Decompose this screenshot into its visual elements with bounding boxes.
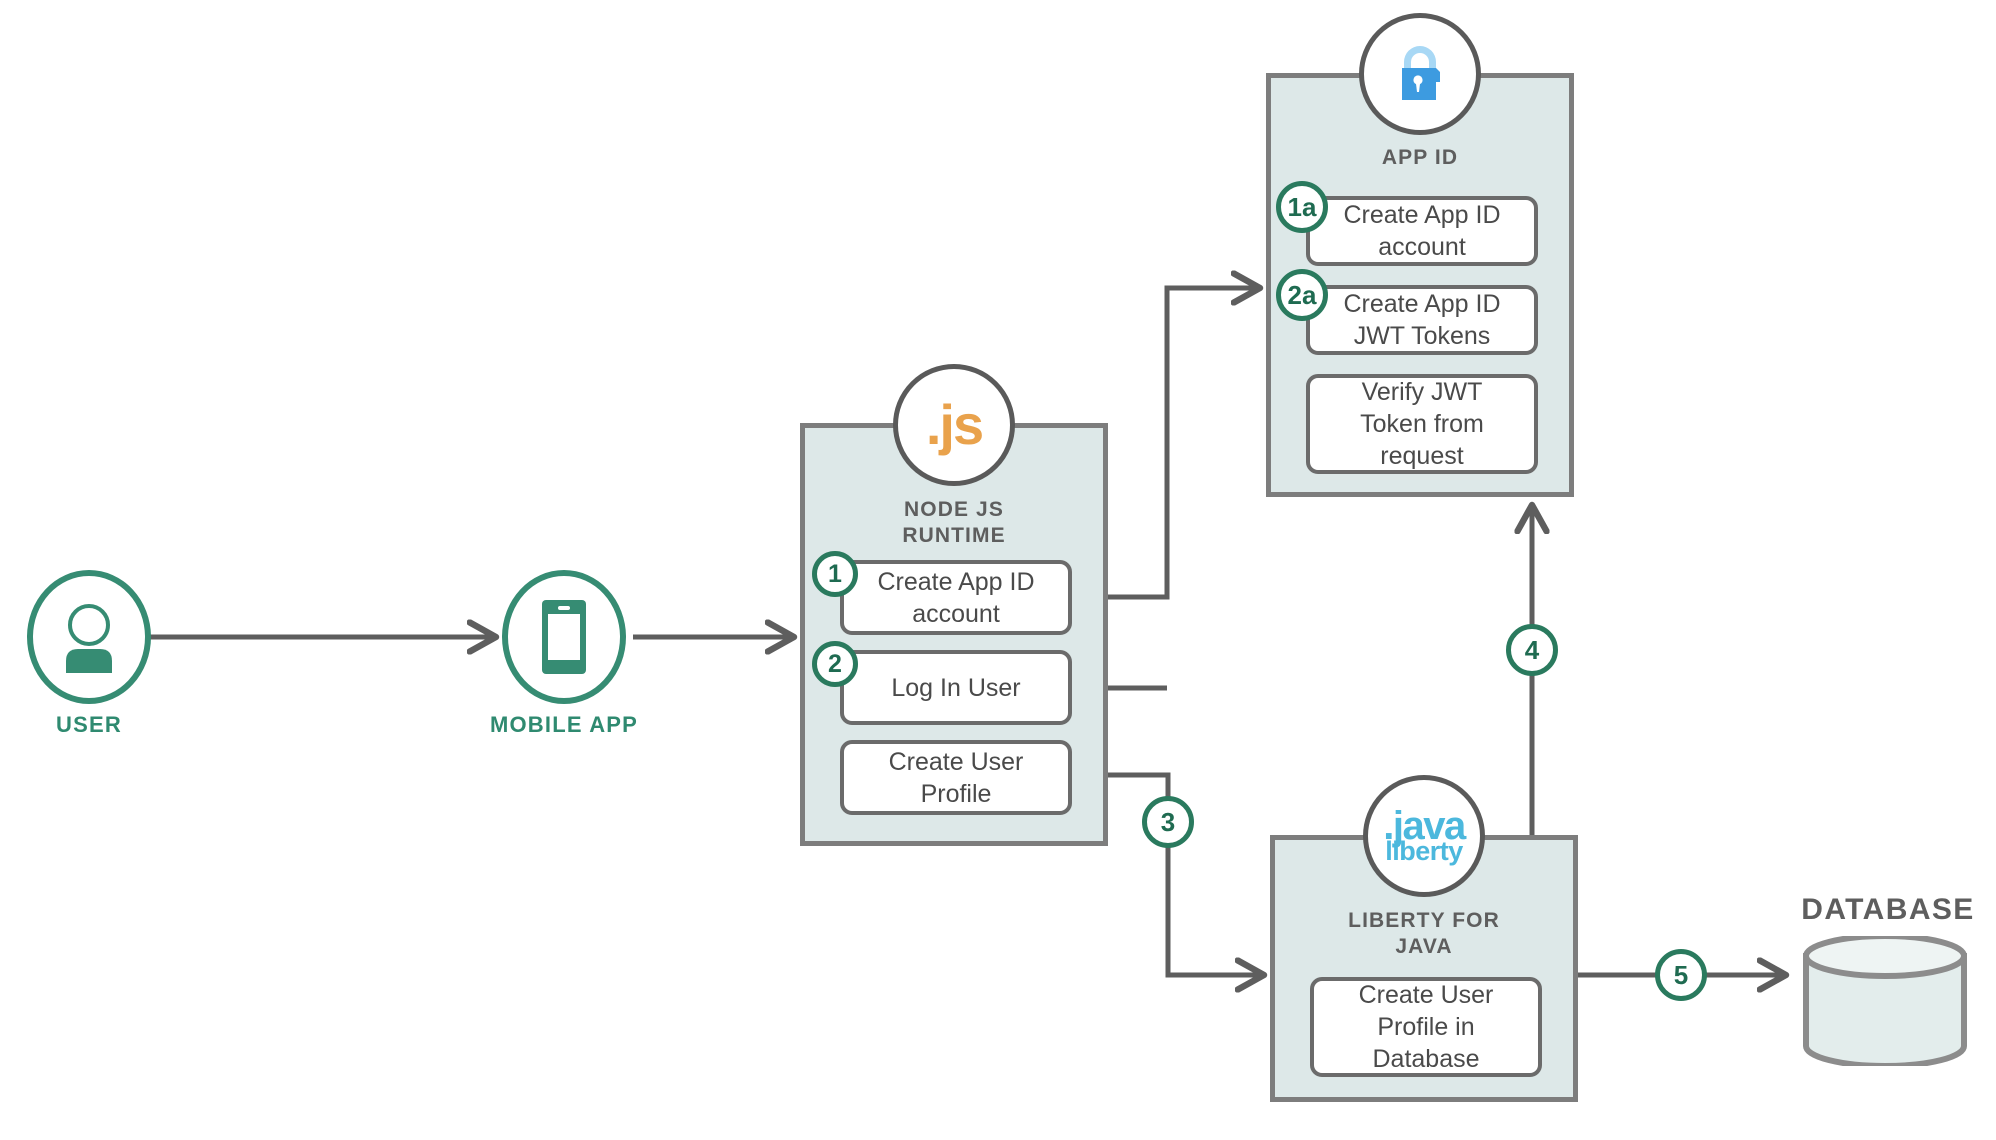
step-badge-4-text: 4 — [1524, 634, 1540, 665]
task-nodejs-create-user-profile[interactable]: Create User Profile — [840, 740, 1072, 815]
task-label-line2: Profile in — [1377, 1013, 1475, 1041]
appid-caption-line1: APP ID — [1381, 146, 1459, 169]
java-logo-line1: .java — [1383, 803, 1466, 848]
nodejs-caption-line1: NODE JS — [904, 498, 1004, 521]
step-badge-1a-text: 1a — [1287, 191, 1317, 222]
step-badge-3: 3 — [1142, 796, 1194, 848]
step-badge-1a: 1a — [1276, 181, 1328, 233]
step-badge-1: 1 — [812, 551, 858, 597]
actor-label-mobile-app: MOBILE APP — [475, 712, 653, 738]
task-appid-verify-jwt-token[interactable]: Verify JWT Token from request — [1306, 374, 1538, 474]
task-label-line3: request — [1380, 442, 1464, 470]
task-label-line2: account — [912, 599, 1000, 628]
panel-caption-nodejs: NODE JS RUNTIME — [800, 497, 1108, 550]
task-label-line1: Create App ID — [1343, 201, 1501, 229]
task-label-line1: Create User — [1358, 981, 1494, 1009]
task-label-line3: Database — [1372, 1045, 1480, 1073]
step-badge-2a: 2a — [1276, 269, 1328, 321]
step-badge-2: 2 — [812, 641, 858, 687]
task-liberty-create-user-profile-in-database[interactable]: Create User Profile in Database — [1310, 977, 1542, 1077]
java-liberty-logo: .java liberty — [1383, 803, 1466, 866]
database-label: DATABASE — [1780, 893, 1996, 927]
appid-logo-badge — [1359, 13, 1481, 135]
appid-padlock-logo — [1402, 46, 1440, 100]
task-appid-create-appid-account[interactable]: Create App ID account — [1306, 196, 1538, 266]
step-badge-3-text: 3 — [1160, 806, 1176, 837]
task-label-line2: Token from — [1360, 410, 1484, 438]
task-nodejs-log-in-user[interactable]: Log In User — [840, 650, 1072, 725]
liberty-logo-badge: .java liberty — [1363, 775, 1485, 897]
nodejs-logo-badge: .js — [893, 364, 1015, 486]
database-cylinder-icon — [1803, 936, 1967, 1066]
database-label-text: DATABASE — [1801, 893, 1975, 926]
nodejs-dotjs-logo: .js — [925, 393, 984, 456]
step-badge-5: 5 — [1655, 949, 1707, 1001]
task-label-line2: Profile — [920, 779, 992, 808]
nodejs-caption-line2: RUNTIME — [902, 524, 1006, 548]
mobile-phone-icon — [542, 600, 586, 674]
step-badge-4: 4 — [1506, 624, 1558, 676]
panel-caption-liberty: LIBERTY FOR JAVA — [1270, 908, 1578, 961]
panel-caption-app-id: APP ID — [1266, 145, 1574, 171]
task-label-line2: account — [1378, 233, 1466, 261]
task-label-line1: Create App ID — [877, 567, 1035, 596]
edge-step1-to-appid — [1072, 288, 1260, 600]
task-label-line2: JWT Tokens — [1353, 322, 1491, 350]
liberty-caption-line1: LIBERTY FOR — [1348, 909, 1500, 932]
task-label-line1: Log In User — [891, 673, 1021, 702]
actor-label-user: USER — [0, 712, 178, 738]
step-badge-2a-text: 2a — [1287, 279, 1317, 310]
actor-user — [27, 570, 151, 704]
user-label-text: USER — [56, 712, 122, 737]
step-badge-1-text: 1 — [828, 559, 842, 588]
actor-mobile-app — [502, 570, 626, 704]
task-appid-create-appid-jwt-tokens[interactable]: Create App ID JWT Tokens — [1306, 285, 1538, 355]
task-label-line1: Create User — [888, 747, 1024, 776]
task-label-line1: Create App ID — [1343, 290, 1501, 318]
step-badge-2-text: 2 — [828, 649, 842, 678]
task-nodejs-create-appid-account[interactable]: Create App ID account — [840, 560, 1072, 635]
java-logo-line2: liberty — [1385, 835, 1463, 866]
step-badge-5-text: 5 — [1673, 959, 1689, 990]
liberty-caption-line2: JAVA — [1395, 935, 1453, 959]
task-label-line1: Verify JWT — [1361, 378, 1483, 406]
user-icon — [66, 604, 112, 673]
edge-step3-to-liberty — [1072, 772, 1264, 975]
mobile-app-label-text: MOBILE APP — [489, 712, 639, 737]
